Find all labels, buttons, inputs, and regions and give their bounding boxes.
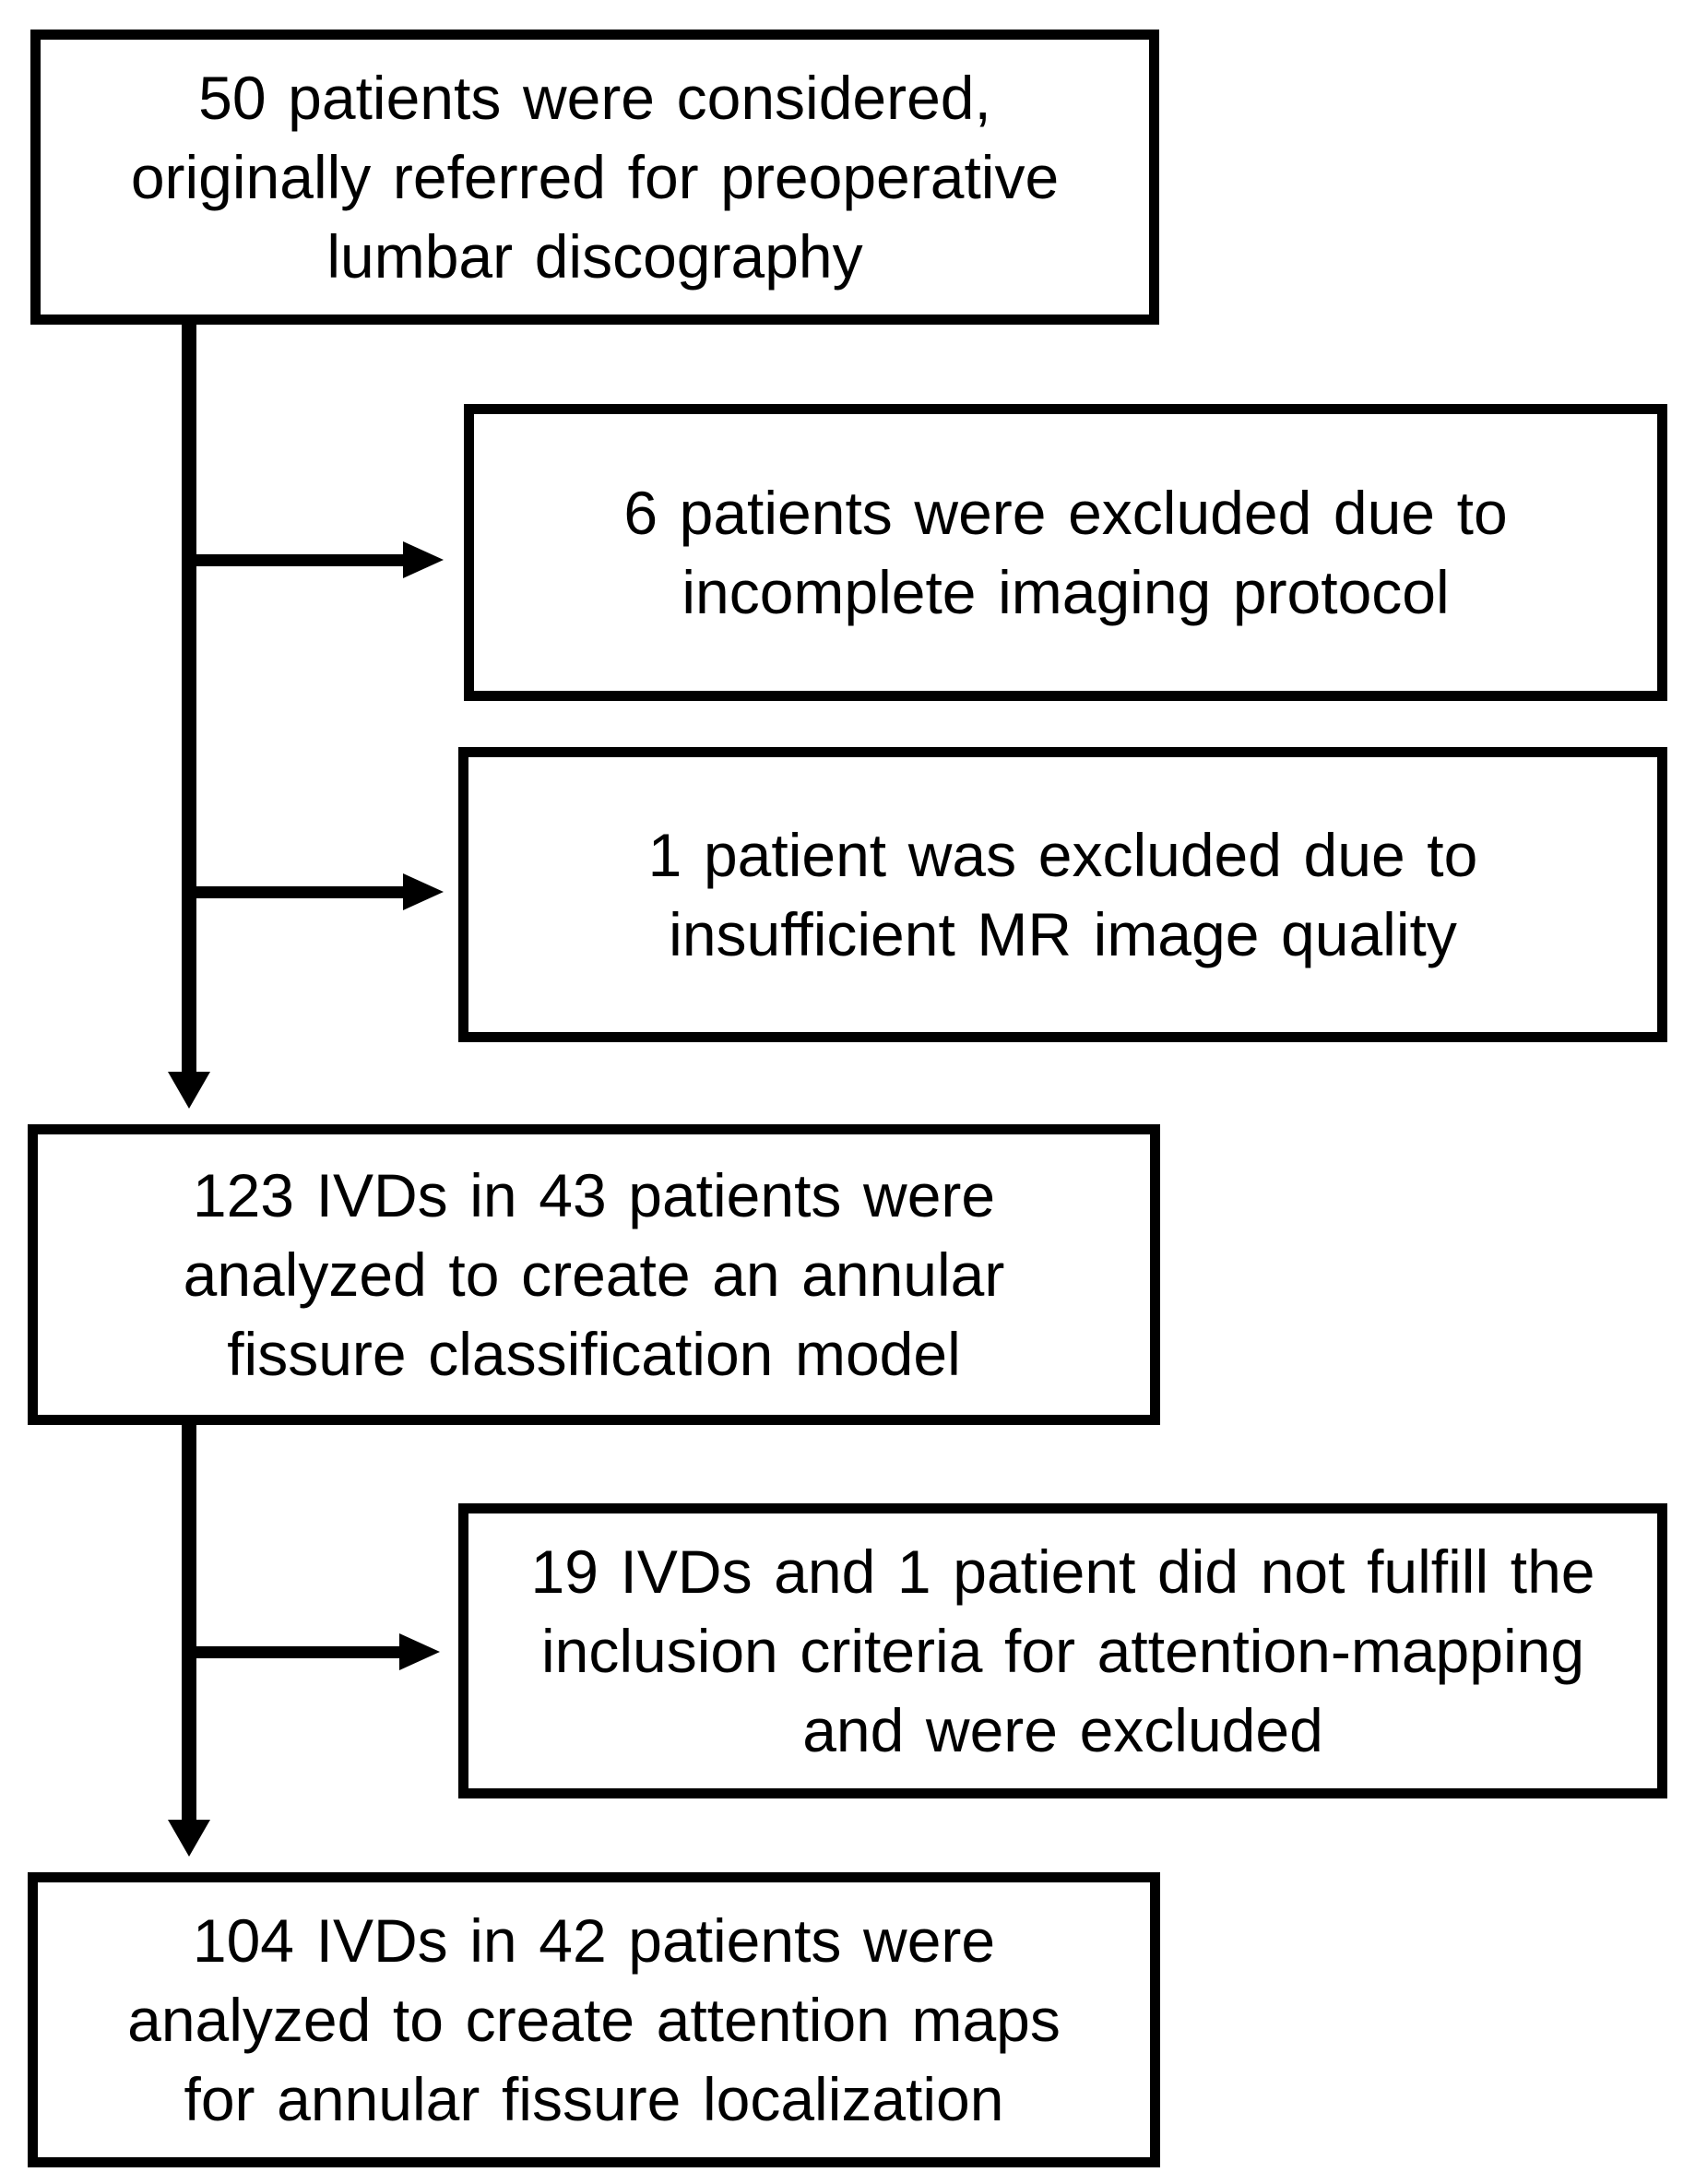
arrowhead-right-to-excluded-protocol-icon	[403, 541, 444, 578]
arrowhead-down-to-attention-maps-icon	[168, 1820, 210, 1857]
arrowhead-right-to-excluded-quality-icon	[403, 873, 444, 910]
box-attention-maps: 104 IVDs in 42 patients were analyzed to…	[28, 1872, 1160, 2167]
box-classification-model-line-1: 123 IVDs in 43 patients were	[192, 1161, 996, 1229]
arrowhead-right-to-excluded-attention-icon	[399, 1633, 440, 1670]
box-excluded-attention-mapping-line-3: and were excluded	[802, 1696, 1323, 1764]
box-excluded-incomplete-protocol: 6 patients were excluded due to incomple…	[464, 404, 1667, 701]
connector-line-to-excluded-quality	[189, 886, 403, 898]
box-classification-model-line-2: analyzed to create an annular	[183, 1240, 1005, 1309]
box-excluded-attention-mapping: 19 IVDs and 1 patient did not fulfill th…	[458, 1503, 1667, 1798]
box-classification-model-line-3: fissure classification model	[227, 1320, 961, 1388]
box-patients-considered: 50 patients were considered, originally …	[30, 30, 1159, 325]
connector-line-model-to-attention-maps	[182, 1425, 196, 1820]
box-excluded-mr-quality: 1 patient was excluded due to insufficie…	[458, 747, 1667, 1042]
box-classification-model: 123 IVDs in 43 patients were analyzed to…	[28, 1124, 1160, 1425]
box-attention-maps-line-3: for annular fissure localization	[184, 2065, 1004, 2133]
connector-line-to-excluded-protocol	[189, 554, 403, 566]
box-attention-maps-line-1: 104 IVDs in 42 patients were	[192, 1906, 996, 1975]
box-attention-maps-line-2: analyzed to create attention maps	[127, 1986, 1061, 2054]
box-excluded-attention-mapping-line-1: 19 IVDs and 1 patient did not fulfill th…	[530, 1537, 1595, 1606]
box-excluded-attention-mapping-line-2: inclusion criteria for attention-mapping	[540, 1617, 1585, 1685]
box-patients-considered-line-3: lumbar discography	[326, 222, 863, 291]
box-excluded-mr-quality-line-1: 1 patient was excluded due to	[647, 821, 1478, 889]
connector-line-to-excluded-attention	[189, 1646, 399, 1658]
box-patients-considered-line-2: originally referred for preoperative	[130, 143, 1060, 211]
box-patients-considered-line-1: 50 patients were considered,	[198, 64, 991, 132]
box-excluded-incomplete-protocol-line-2: incomplete imaging protocol	[682, 558, 1450, 626]
box-excluded-mr-quality-line-2: insufficient MR image quality	[669, 900, 1457, 968]
arrowhead-down-to-model-icon	[168, 1072, 210, 1109]
connector-line-considered-to-model	[182, 325, 196, 1072]
box-excluded-incomplete-protocol-line-1: 6 patients were excluded due to	[623, 479, 1508, 547]
